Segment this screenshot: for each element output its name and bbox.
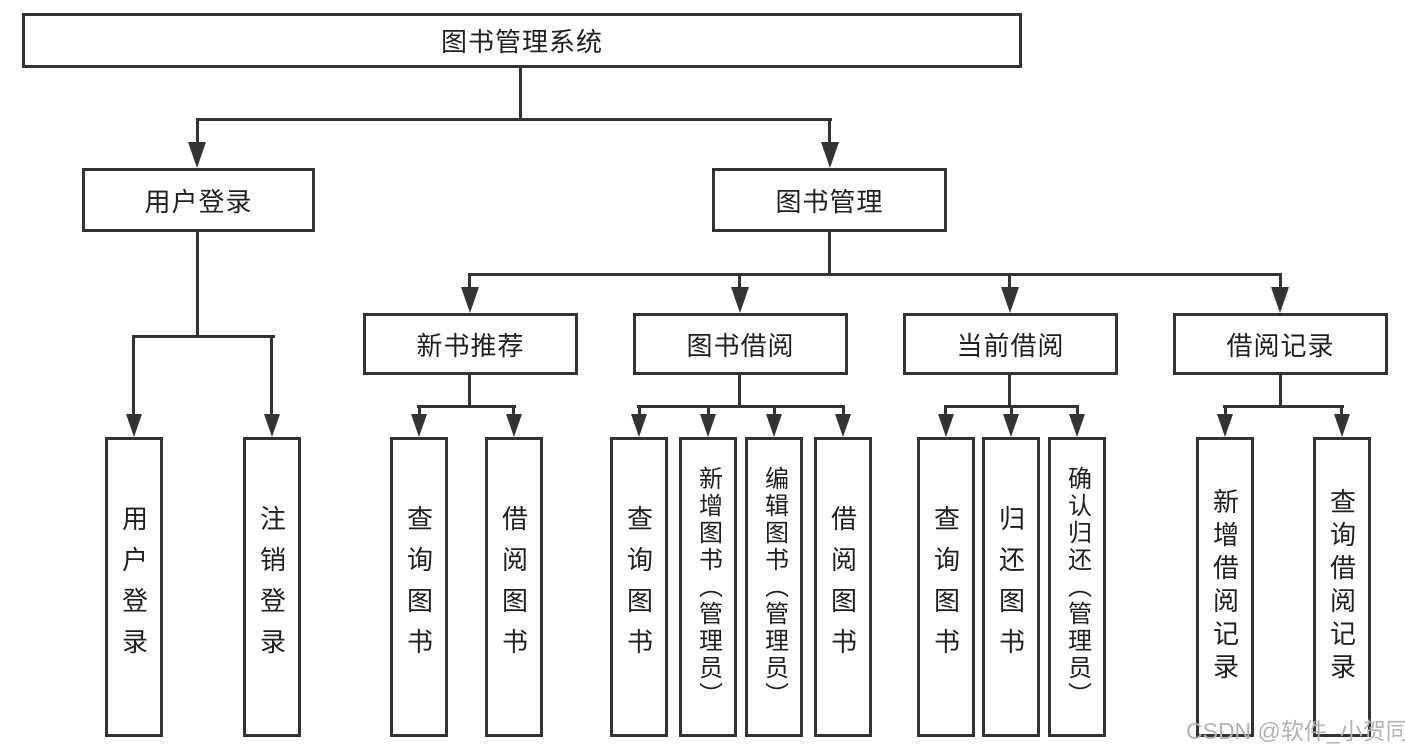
arrowhead-icon	[700, 414, 716, 437]
arrowhead-icon	[731, 287, 749, 313]
connector-line	[519, 68, 522, 121]
connector-line	[944, 405, 947, 419]
arrowhead-icon	[188, 142, 206, 168]
leaf-logout: 注销登录	[243, 437, 301, 737]
connector-line	[468, 273, 471, 292]
node-new-book-recommend: 新书推荐	[363, 313, 578, 375]
node-borrow-record-label: 借阅记录	[1226, 330, 1335, 361]
connector-line	[417, 405, 516, 408]
arrowhead-icon	[1334, 414, 1350, 437]
leaf-borrow-edit-admin-label: 编辑图书（管理员）	[760, 465, 788, 709]
leaf-borrow-edit-admin: 编辑图书（管理员）	[745, 437, 803, 737]
connector-line	[707, 405, 710, 419]
csdn-watermark: CSDN @软件_小贺同学	[1186, 718, 1405, 744]
connector-line	[512, 405, 515, 419]
leaf-record-add: 新增借阅记录	[1196, 437, 1254, 737]
connector-line	[1008, 273, 1011, 292]
arrowhead-icon	[1001, 287, 1019, 313]
arrowhead-icon	[631, 414, 647, 437]
leaf-user-login: 用户登录	[105, 437, 163, 737]
arrowhead-icon	[264, 414, 280, 437]
leaf-borrow-book: 借阅图书	[814, 437, 872, 737]
connector-line	[738, 375, 741, 407]
leaf-record-query-label: 查询借阅记录	[1326, 488, 1357, 686]
connector-line	[468, 375, 471, 407]
leaf-borrow-add-admin-label: 新增图书（管理员）	[694, 465, 722, 709]
connector-line	[196, 232, 199, 337]
leaf-newbook-borrow: 借阅图书	[485, 437, 543, 737]
connector-line	[418, 405, 421, 419]
leaf-borrow-query-label: 查询图书	[623, 505, 654, 669]
arrowhead-icon	[506, 414, 522, 437]
leaf-user-login-label: 用户登录	[118, 505, 149, 669]
arrowhead-icon	[1003, 414, 1019, 437]
leaf-current-confirm-admin: 确认归还（管理员）	[1048, 437, 1106, 737]
connector-line	[1010, 405, 1013, 419]
node-current-borrow: 当前借阅	[903, 313, 1118, 375]
connector-line	[1008, 375, 1011, 407]
leaf-record-query: 查询借阅记录	[1313, 437, 1371, 737]
connector-line	[1223, 405, 1344, 408]
node-book-borrow: 图书借阅	[633, 313, 848, 375]
connector-line	[1279, 375, 1282, 407]
connector-line	[1340, 405, 1343, 419]
leaf-record-add-label: 新增借阅记录	[1209, 488, 1240, 686]
connector-line	[738, 273, 741, 292]
connector-line	[196, 118, 199, 148]
arrowhead-icon	[1271, 287, 1289, 313]
connector-line	[828, 118, 831, 148]
leaf-borrow-query: 查询图书	[610, 437, 668, 737]
node-current-borrow-label: 当前借阅	[956, 330, 1065, 361]
connector-line	[842, 405, 845, 419]
arrowhead-icon	[411, 414, 427, 437]
leaf-newbook-borrow-label: 借阅图书	[498, 505, 529, 669]
node-borrow-record: 借阅记录	[1173, 313, 1388, 375]
leaf-current-return-label: 归还图书	[995, 505, 1026, 669]
connector-line	[1224, 405, 1227, 419]
arrowhead-icon	[835, 414, 851, 437]
leaf-current-query: 查询图书	[917, 437, 975, 737]
arrowhead-icon	[1069, 414, 1085, 437]
leaf-borrow-add-admin: 新增图书（管理员）	[679, 437, 737, 737]
node-root: 图书管理系统	[22, 13, 1022, 68]
node-user-login-label: 用户登录	[144, 186, 253, 217]
connector-line	[828, 232, 831, 275]
node-root-label: 图书管理系统	[440, 27, 603, 57]
connector-line	[1279, 273, 1282, 292]
node-user-login: 用户登录	[82, 168, 315, 232]
leaf-current-return: 归还图书	[982, 437, 1040, 737]
node-book-management-label: 图书管理	[775, 186, 884, 217]
arrowhead-icon	[126, 414, 142, 437]
node-new-book-recommend-label: 新书推荐	[416, 330, 525, 361]
arrowhead-icon	[821, 142, 839, 168]
connector-line	[196, 118, 832, 121]
leaf-current-query-label: 查询图书	[930, 505, 961, 669]
leaf-logout-label: 注销登录	[256, 505, 287, 669]
leaf-current-confirm-admin-label: 确认归还（管理员）	[1063, 465, 1091, 709]
connector-line	[773, 405, 776, 419]
connector-line	[637, 405, 845, 408]
connector-line	[1076, 405, 1079, 419]
node-book-borrow-label: 图书借阅	[686, 330, 795, 361]
leaf-newbook-query: 查询图书	[390, 437, 448, 737]
leaf-newbook-query-label: 查询图书	[403, 505, 434, 669]
node-book-management: 图书管理	[712, 168, 947, 232]
connector-line	[132, 335, 275, 338]
arrowhead-icon	[766, 414, 782, 437]
connector-line	[469, 273, 1282, 276]
leaf-borrow-book-label: 借阅图书	[827, 505, 858, 669]
connector-line	[270, 335, 273, 420]
arrowhead-icon	[938, 414, 954, 437]
connector-line	[132, 335, 135, 420]
arrowhead-icon	[1217, 414, 1233, 437]
arrowhead-icon	[461, 287, 479, 313]
connector-line	[638, 405, 641, 419]
